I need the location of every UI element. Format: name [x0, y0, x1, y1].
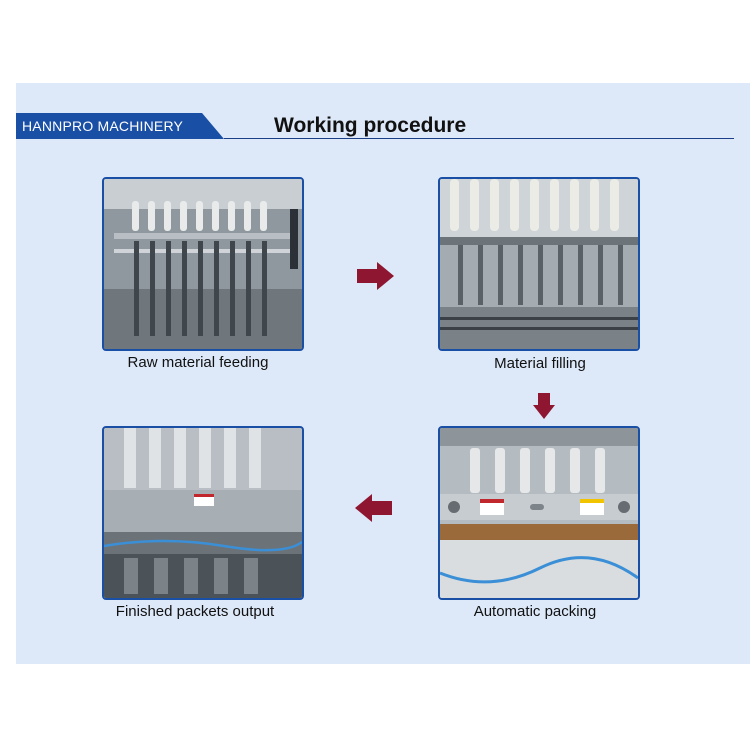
machine-packing-image — [440, 428, 638, 598]
header-divider — [224, 138, 734, 139]
arrow-left-icon — [355, 494, 392, 522]
machine-output-image — [104, 428, 302, 598]
step-photo-automatic-packing — [438, 426, 640, 600]
page-title: Working procedure — [274, 114, 467, 137]
step-photo-finished-packets-output — [102, 426, 304, 600]
arrow-right-icon — [357, 262, 394, 290]
machine-filling-image — [440, 179, 638, 349]
step-caption: Material filling — [494, 355, 586, 372]
step-caption: Automatic packing — [473, 603, 597, 620]
step-photo-material-filling — [438, 177, 640, 351]
step-caption: Finished packets output — [115, 603, 275, 620]
brand-banner: HANNPRO MACHINERY — [16, 113, 224, 139]
step-caption: Raw material feeding — [127, 354, 269, 371]
arrow-down-icon — [533, 393, 555, 419]
step-photo-raw-material-feeding — [102, 177, 304, 351]
machine-feeding-image — [104, 179, 302, 349]
